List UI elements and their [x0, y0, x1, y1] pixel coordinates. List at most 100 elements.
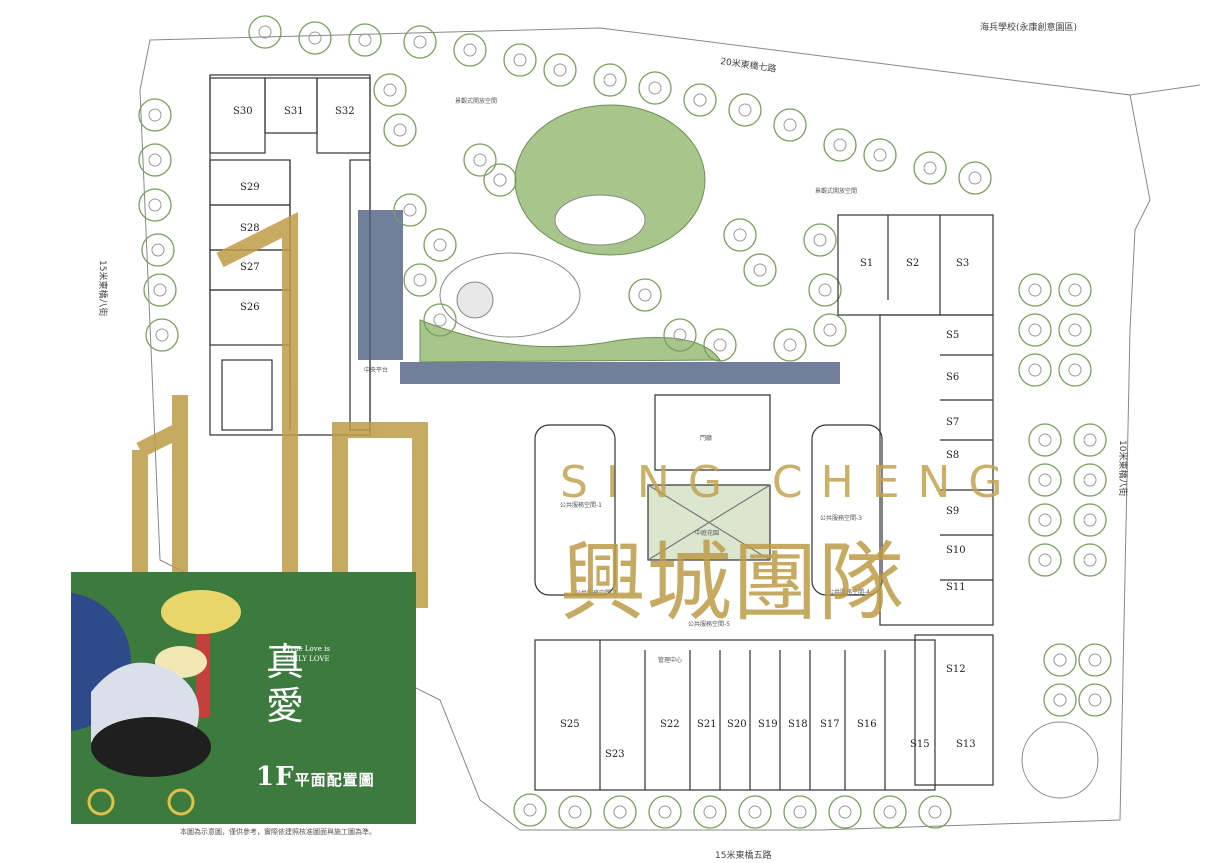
tree — [723, 218, 757, 252]
tree — [1043, 643, 1077, 677]
tree — [703, 328, 737, 362]
tree-core — [818, 283, 832, 297]
garden-label-pavilion-b: 景觀式開放空間 — [815, 187, 857, 195]
tree — [453, 33, 487, 67]
tree — [958, 161, 992, 195]
tree — [1073, 543, 1107, 577]
unit-label: S10 — [946, 545, 966, 556]
tree — [808, 273, 842, 307]
tree-core — [463, 43, 477, 57]
road-label-south: 15米東橋五路 — [715, 849, 771, 861]
unit-label: S3 — [956, 258, 969, 269]
tree — [463, 143, 497, 177]
tree — [828, 795, 862, 829]
tree — [783, 795, 817, 829]
tree-core — [413, 273, 427, 287]
unit-label: S26 — [240, 302, 260, 313]
tree — [483, 163, 517, 197]
poster-tagline-line2: ONLY LOVE — [286, 655, 330, 663]
tree-core — [833, 138, 847, 152]
garden-landscape — [419, 104, 721, 363]
tree-core — [1083, 473, 1097, 487]
unit-label: S25 — [560, 719, 580, 730]
tree — [683, 83, 717, 117]
tree-core — [1028, 283, 1042, 297]
unit-label: S12 — [946, 664, 966, 675]
tree-core — [1053, 653, 1067, 667]
tree-core — [1038, 473, 1052, 487]
tree-core — [883, 805, 897, 819]
tree — [1073, 463, 1107, 497]
unit-label: S15 — [910, 739, 930, 750]
tree-core — [923, 161, 937, 175]
tree-core — [748, 805, 762, 819]
tree — [393, 193, 427, 227]
tree-core — [813, 233, 827, 247]
tree-core — [1088, 653, 1102, 667]
tree-core — [793, 805, 807, 819]
tree-core — [838, 805, 852, 819]
tree-core — [673, 328, 687, 342]
tree — [1018, 353, 1052, 387]
unit-label: S23 — [605, 749, 625, 760]
disclaimer-note: 本圖為示意圖，僅供參考，實際依建照核准圖面與施工圖為準。 — [180, 828, 376, 836]
tree — [773, 108, 807, 142]
tree — [298, 21, 332, 55]
tree — [503, 43, 537, 77]
tree-core — [393, 123, 407, 137]
tree — [248, 15, 282, 49]
tree — [803, 223, 837, 257]
tree — [823, 128, 857, 162]
tree — [913, 151, 947, 185]
tree-core — [648, 81, 662, 95]
unit-label: S22 — [660, 719, 680, 730]
tree-core — [148, 108, 162, 122]
unit-label: S1 — [860, 258, 873, 269]
tree-core — [638, 288, 652, 302]
tree-core — [383, 83, 397, 97]
tree — [693, 795, 727, 829]
tree-core — [1038, 433, 1052, 447]
unit-label: S6 — [946, 372, 959, 383]
unit-label: S27 — [240, 262, 260, 273]
tree-core — [258, 25, 272, 39]
lobby-label: 門廳 — [700, 434, 712, 442]
tree — [648, 795, 682, 829]
tree-core — [308, 31, 322, 45]
building-northeast — [837, 214, 994, 786]
unit-label: S17 — [820, 719, 840, 730]
tree-core — [693, 93, 707, 107]
unit-label: S11 — [946, 582, 966, 593]
tree — [663, 318, 697, 352]
building-south — [534, 639, 936, 791]
tree-core — [703, 805, 717, 819]
tree-core — [1083, 433, 1097, 447]
unit-label: S19 — [758, 719, 778, 730]
poster-title-big: 1F — [256, 762, 295, 792]
pavement-north-courtyard — [400, 362, 840, 384]
tree-core — [783, 118, 797, 132]
tree — [373, 73, 407, 107]
tree — [773, 328, 807, 362]
poster-tagline: True Love is ONLY LOVE — [286, 644, 330, 664]
unit-label: S8 — [946, 450, 959, 461]
poster-title-small: 平面配置圖 — [294, 771, 375, 789]
tree — [1018, 273, 1052, 307]
tree — [1073, 503, 1107, 537]
garden-label-central: 中庭花園 — [695, 529, 719, 537]
tree-core — [1083, 513, 1097, 527]
tree-core — [603, 73, 617, 87]
tree-core — [1028, 323, 1042, 337]
unit-label: S32 — [335, 106, 355, 117]
tree-core — [433, 238, 447, 252]
tree-core — [433, 313, 447, 327]
tree — [813, 313, 847, 347]
tree — [873, 795, 907, 829]
poster-title: 1F平面配置圖 — [256, 762, 375, 792]
tree-core — [783, 338, 797, 352]
road-label-school: 海兵學校(永康創意園區) — [980, 21, 1077, 33]
unit-label: S5 — [946, 330, 959, 341]
tree-core — [1028, 363, 1042, 377]
tree — [1028, 463, 1062, 497]
tree — [1058, 313, 1092, 347]
